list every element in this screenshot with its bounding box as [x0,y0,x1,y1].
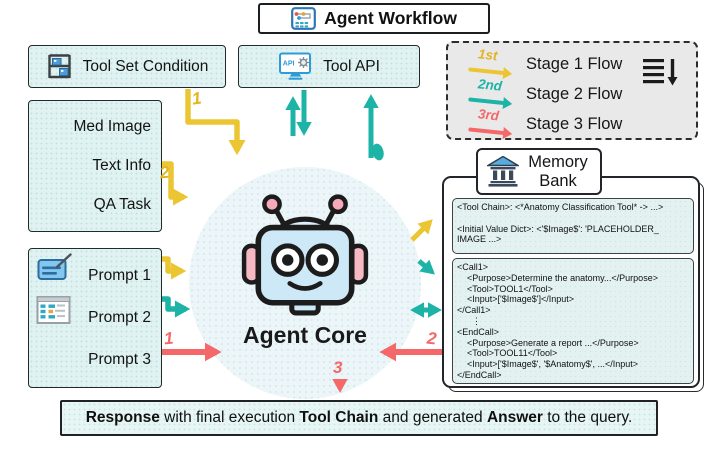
legend-ordinal-2nd: 2nd [477,75,503,94]
legend-row-stage1: 1st Stage 1 Flow [468,46,696,78]
step-label-red-3: 3 [333,358,343,377]
arrow-prompt2-to-core [162,296,191,318]
memory-call-line: <EndCall> [457,326,500,337]
prompt-item-2: Prompt 2 [88,309,151,326]
response-part: Response [85,409,160,426]
stage3-arrow-swatch [468,127,505,135]
stage2-arrow-swatch [468,97,505,105]
robot-icon [241,194,369,316]
tool-api-box: API Tool API [238,45,420,88]
response-part: Tool Chain [299,409,379,426]
memory-state-line [457,213,689,224]
response-part: Answer [486,409,543,426]
diagram-title-box: Agent Workflow [258,3,490,34]
bank-icon [487,156,519,187]
input-item-med-image: Med Image [73,117,151,135]
gear-glyph [298,57,310,68]
memory-call-line: <Purpose>Generate a report ...</Purpose> [457,337,639,348]
response-part: with final execution [159,409,300,426]
step-label-red-2: 2 [426,328,438,349]
response-part: to the query. [542,409,633,426]
step-label-red-1: 1 [163,328,175,349]
response-part: and generated [378,409,487,426]
legend-label-stage3: Stage 3 Flow [526,115,623,133]
memory-call-line: </Call1> [457,305,491,316]
inputs-box: Med Image Text Info QA Task [28,100,162,280]
input-item-text-info: Text Info [92,156,151,174]
tool-set-condition-label: Tool Set Condition [82,57,209,75]
legend-label-stage1: Stage 1 Flow [526,55,623,73]
prompts-box: Prompt 1 Prompt 2 Prompt 3 [28,248,162,388]
legend-ordinal-1st: 1st [477,45,499,63]
memory-call-line: <Purpose>Determine the anatomy...</Purpo… [457,272,658,283]
memory-state-box: <Tool Chain>: <*Anatomy Classification T… [452,198,694,254]
arrow-core-to-memory-yellow [410,219,433,242]
legend-row-stage2: 2nd Stage 2 Flow [468,76,696,108]
response-bar: Response with final execution Tool Chain… [60,400,658,436]
prompt-window-icon [36,296,71,324]
memory-call-line: ⋮ [457,315,482,326]
memory-call-line: <Call1> [457,262,489,272]
arrow-core-to-memory-teal [417,259,435,275]
memory-call-line: </EndCall> [457,369,502,380]
memo-icon [37,253,72,280]
step-label-yellow-2: 2 [158,162,171,183]
agent-core-circle: Agent Core [189,167,421,399]
agent-core-label: Agent Core [243,322,367,348]
prompt-item-1: Prompt 1 [88,267,151,284]
memory-state-line: IMAGE ...> [457,234,502,245]
memory-state-line: <Initial Value Dict>: <'$Image$': 'PLACE… [457,223,659,234]
input-item-qa-task: QA Task [93,196,151,214]
memory-call-line: <Input>['$Image$', '$Anatomy$', ...</Inp… [457,359,638,370]
stage1-arrow-swatch [468,67,505,75]
memory-call-line: <Input>['$Image$']</Input> [457,294,575,305]
memory-call-line: <Tool>TOOL11</Tool> [457,348,558,359]
monitor-api-icon: API [279,52,312,80]
prompt-item-3: Prompt 3 [88,351,151,368]
memory-bank-box: <Tool Chain>: <*Anatomy Classification T… [442,176,700,388]
tool-api-label: Tool API [323,57,380,75]
shelf-icon [47,54,71,79]
sort-descending-icon [643,59,678,86]
arrow-start-scribble [372,143,384,161]
api-screen-text: API [283,61,295,68]
legend-ordinal-3rd: 3rd [477,105,500,123]
legend-row-stage3: 3rd Stage 3 Flow [468,106,696,138]
memory-calls-box: <Call1> <Purpose>Determine the anatomy..… [452,258,694,384]
memory-bank-header: Memory Bank [476,148,602,195]
diagram-title: Agent Workflow [324,8,457,28]
arrow-prompt1-to-core [162,256,187,280]
memory-state-line: <Tool Chain>: <*Anatomy Classification T… [457,202,664,212]
tool-set-condition-box: Tool Set Condition [28,45,226,88]
legend-label-stage2: Stage 2 Flow [526,85,623,103]
memory-call-line: <Tool>TOOL1</Tool> [457,283,553,294]
step-label-yellow-1: 1 [190,88,203,109]
workflow-icon [291,7,316,30]
memory-bank-title: Memory Bank [528,152,588,190]
flow-legend: 1st Stage 1 Flow 2nd Stage 2 Flow 3rd St… [446,41,698,140]
